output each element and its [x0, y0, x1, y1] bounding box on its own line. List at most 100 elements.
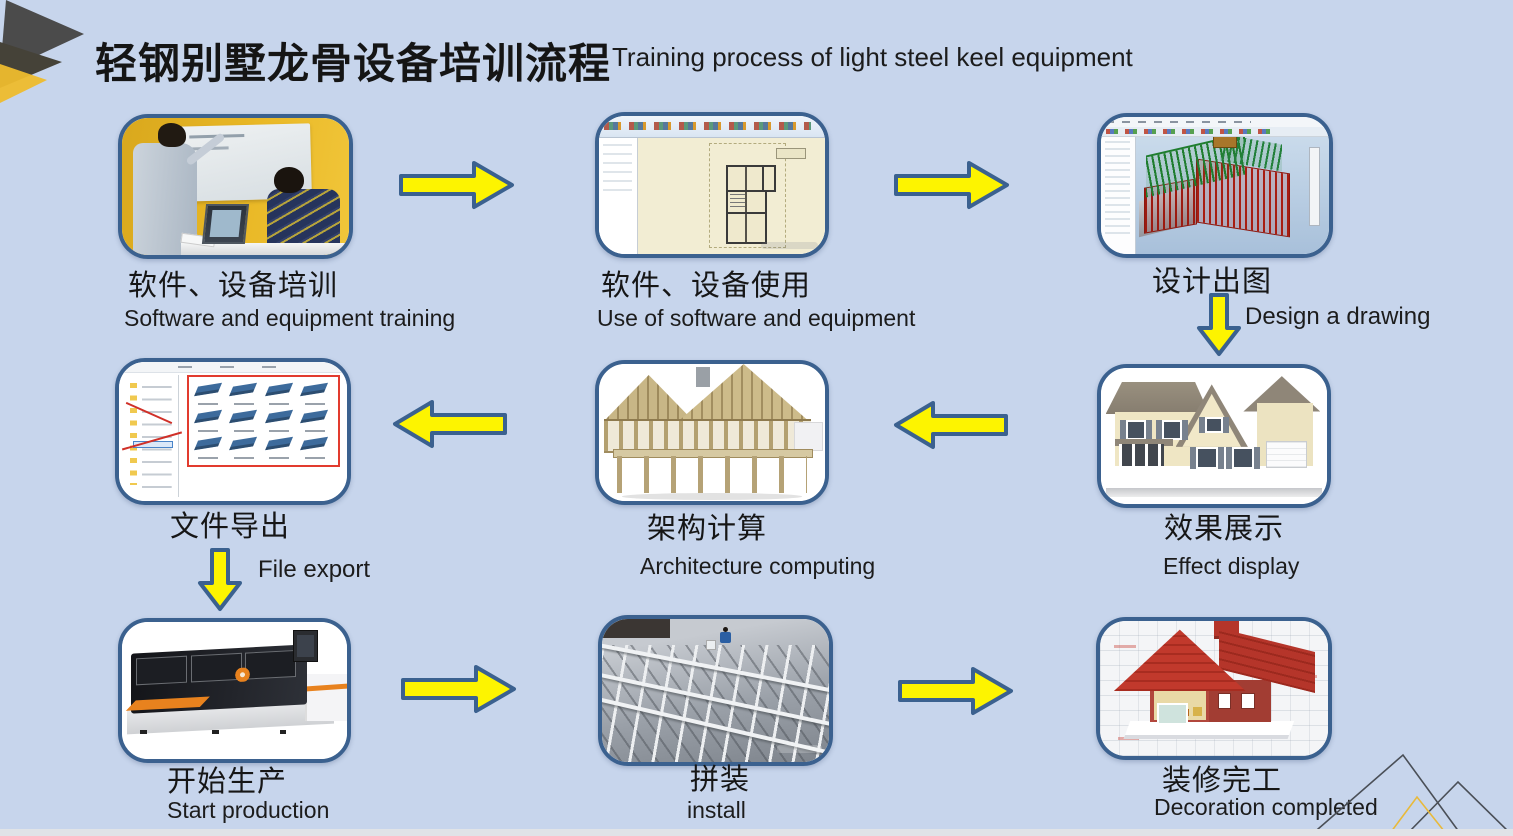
- arrow-right-icon: [401, 665, 516, 713]
- toolbar-icons: [603, 122, 812, 131]
- machine-panel: [245, 650, 297, 681]
- machine-foot: [140, 730, 147, 735]
- caption-en-effect: Effect display: [1163, 553, 1300, 579]
- render-wood-frame-house: [599, 364, 825, 501]
- card-software-use: [595, 112, 829, 258]
- caption-en-design: Design a drawing: [1245, 303, 1431, 330]
- teacher-head: [158, 123, 186, 147]
- card-file-export: [115, 358, 351, 505]
- sunroom-balcony: [1157, 703, 1189, 725]
- steel-frame-model: [1137, 132, 1308, 250]
- caption-en-decoration: Decoration completed: [1154, 794, 1378, 820]
- arrow-down-icon: [1197, 293, 1241, 356]
- blueprint-red-mark: [1113, 645, 1137, 649]
- steel-part-thumbnail: [194, 435, 227, 461]
- machine-foot: [212, 730, 219, 735]
- screenshot-parts-export: [119, 362, 347, 501]
- corner-triangles-decoration: [0, 0, 84, 103]
- window: [1241, 692, 1255, 710]
- frame-gable-left: [603, 374, 694, 422]
- photo-steel-frame-install: [602, 619, 829, 762]
- window: [1125, 419, 1146, 440]
- steel-part-thumbnail: [300, 435, 333, 461]
- steel-part-thumbnail: [300, 381, 333, 407]
- house-platform: [1124, 720, 1295, 739]
- furniture: [1193, 706, 1202, 717]
- caption-en-production: Start production: [167, 797, 330, 823]
- steel-part-thumbnail: [229, 435, 262, 461]
- window: [1204, 416, 1223, 434]
- window-header: [119, 362, 347, 373]
- drawing-label: [776, 148, 807, 159]
- steel-part-thumbnail: [194, 408, 227, 434]
- porch-roof: [1114, 438, 1174, 446]
- window: [1218, 692, 1232, 710]
- cad-toolbar: [1101, 126, 1329, 138]
- caption-en-computing: Architecture computing: [640, 553, 876, 579]
- caption-cn-production: 开始生产: [167, 764, 288, 798]
- render-effect-house: [1101, 368, 1327, 504]
- caption-cn-effect: 效果展示: [1164, 511, 1285, 545]
- steel-part-thumbnail: [229, 408, 262, 434]
- student-head: [274, 167, 304, 194]
- render-decorated-house: [1100, 621, 1328, 756]
- parts-grid-highlight: [187, 374, 340, 468]
- laptop: [201, 204, 249, 245]
- page-title-chinese: 轻钢别墅龙骨设备培训流程: [95, 39, 612, 88]
- watermark: [761, 242, 818, 250]
- caption-cn-export: 文件导出: [170, 509, 291, 543]
- frame-wall-band: [603, 418, 812, 453]
- cad-tree-panel: [1101, 136, 1137, 254]
- machine-body: [126, 644, 307, 715]
- photo-classroom-training: [122, 118, 349, 255]
- card-effect-display: [1097, 364, 1331, 508]
- steel-part-thumbnail: [265, 408, 298, 434]
- steel-part-thumbnail: [265, 435, 298, 461]
- parts-grid: [194, 381, 333, 461]
- steel-part-thumbnail: [265, 381, 298, 407]
- caption-en-export: File export: [258, 556, 371, 583]
- card-start-production: [118, 618, 351, 763]
- machine-foot: [279, 730, 287, 735]
- house-foundation: [1105, 487, 1323, 498]
- screenshot-cad-3d-structure: [1101, 117, 1329, 254]
- slide-bottom-edge: [0, 829, 1513, 836]
- worker-figure: [720, 626, 732, 644]
- caption-en-training: Software and equipment training: [124, 305, 456, 331]
- house-roof-left: [1105, 381, 1210, 415]
- arrow-left-icon: [393, 400, 507, 448]
- building-silhouette: [602, 619, 671, 638]
- caption-en-install: install: [687, 797, 746, 823]
- card-design-drawing: [1097, 113, 1333, 258]
- watermark: [776, 744, 823, 754]
- cad-canvas: [637, 136, 825, 254]
- arrow-left-icon: [894, 401, 1008, 449]
- cad-side-panel: [599, 136, 639, 254]
- mountain-outline-decoration: [1309, 753, 1513, 836]
- page-title-english: Training process of light steel keel equ…: [612, 42, 1133, 72]
- garage-door: [1266, 441, 1307, 468]
- window: [1195, 446, 1218, 469]
- desk: [181, 242, 349, 255]
- caption-cn-design: 设计出图: [1152, 264, 1273, 298]
- screenshot-cad-floorplan: [599, 116, 825, 254]
- card-install: [598, 615, 833, 766]
- caption-cn-training: 软件、设备培训: [128, 268, 339, 302]
- cad-right-toolbar: [1308, 147, 1320, 226]
- frame-stilts: [617, 455, 807, 493]
- caption-cn-computing: 架构计算: [647, 511, 768, 545]
- porch: [1119, 444, 1165, 466]
- cad-toolbar: [599, 116, 825, 138]
- ground-shadow: [621, 492, 803, 500]
- steel-part-thumbnail: [229, 381, 262, 407]
- caption-cn-install: 拼装: [690, 762, 751, 796]
- card-software-training: [118, 114, 353, 259]
- caption-cn-software-use: 软件、设备使用: [601, 268, 812, 302]
- machine-logo: [234, 668, 251, 683]
- frame-chimney: [696, 366, 710, 388]
- card-architecture-computing: [595, 360, 829, 505]
- window: [1162, 419, 1182, 440]
- machine-panel: [136, 655, 188, 686]
- machine-side-table: [304, 674, 347, 721]
